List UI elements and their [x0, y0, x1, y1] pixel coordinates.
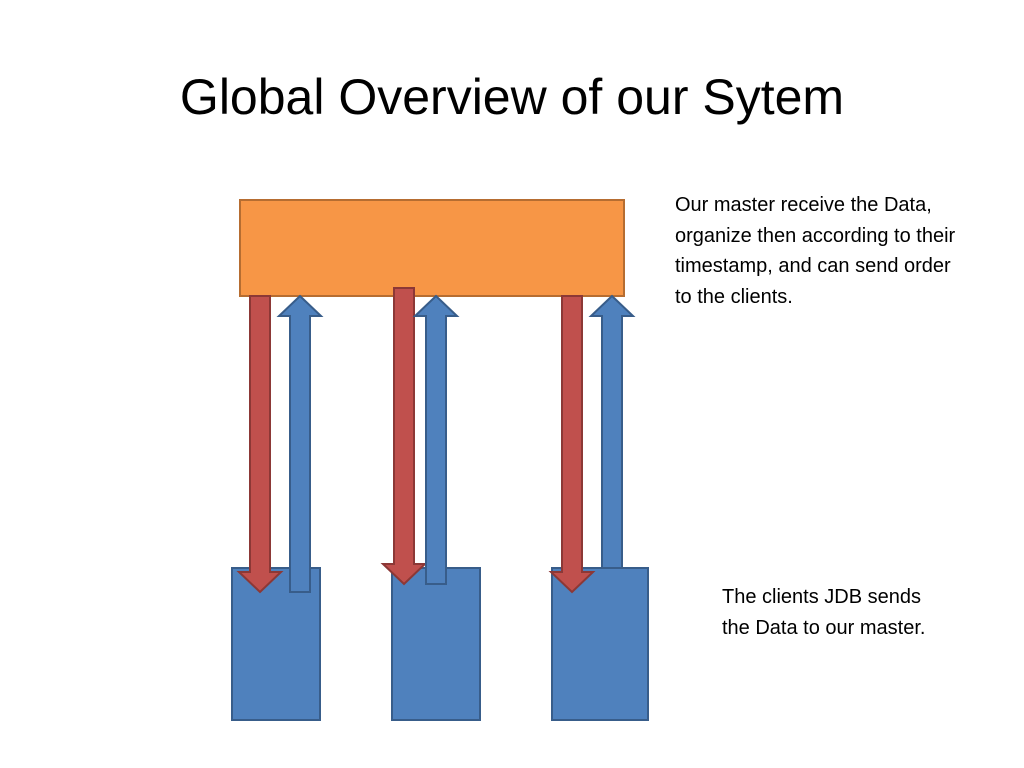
up-arrow-data-1 — [276, 294, 324, 593]
up-arrow-data-2 — [412, 294, 460, 585]
client-node-3 — [551, 567, 649, 721]
down-arrow-order-2 — [380, 287, 428, 586]
master-node — [239, 199, 625, 297]
client-node-2 — [391, 567, 481, 721]
client-node-1 — [231, 567, 321, 721]
master-description: Our master receive the Data, organize th… — [675, 194, 956, 308]
slide-title: Global Overview of our Sytem — [179, 69, 845, 125]
up-arrow-data-3 — [588, 294, 636, 569]
clients-description: The clients JDB sends the Data to our ma… — [722, 586, 926, 639]
down-arrow-order-3 — [548, 295, 596, 594]
down-arrow-order-1 — [236, 295, 284, 594]
